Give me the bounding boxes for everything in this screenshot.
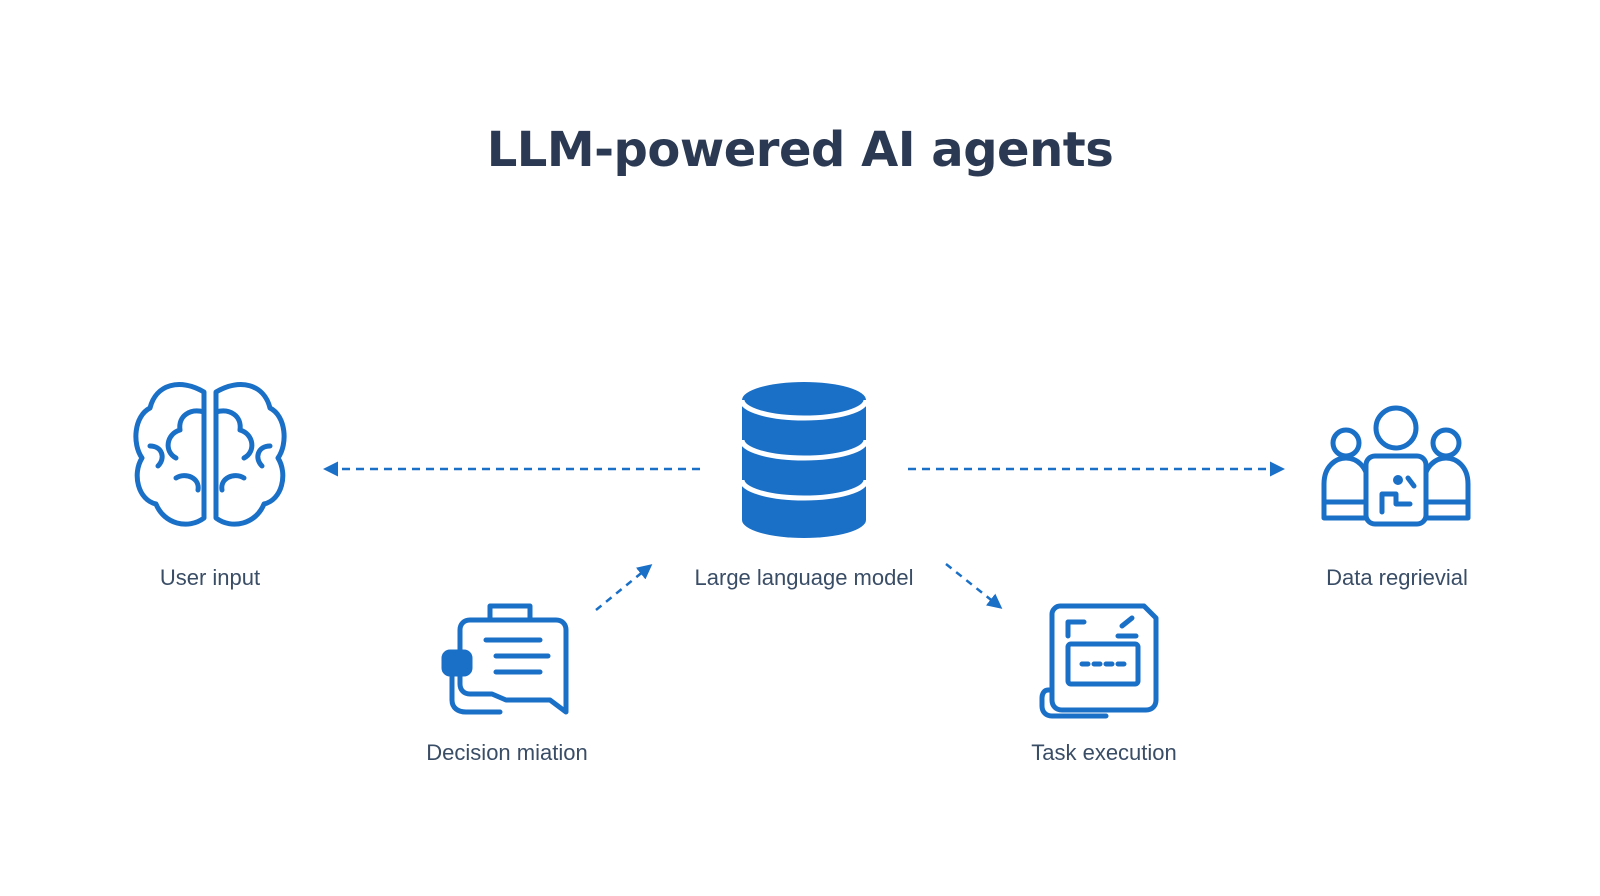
label-data-retrieval: Data regrievial	[1326, 565, 1468, 590]
document-terminal-icon	[1039, 603, 1159, 719]
brain-icon	[133, 382, 287, 527]
label-large-language-model: Large language model	[694, 565, 914, 590]
database-icon	[739, 382, 869, 538]
label-decision: Decision miation	[426, 740, 588, 765]
chat-briefcase-icon	[441, 603, 569, 715]
people-group-icon	[1321, 405, 1471, 527]
page-title: LLM-powered AI agents	[486, 122, 1114, 178]
label-user-input: User input	[159, 565, 261, 590]
label-task-execution: Task execution	[1031, 740, 1177, 765]
connector-llm-to-task	[945, 563, 1003, 609]
connector-decision-to-llm	[595, 564, 653, 611]
